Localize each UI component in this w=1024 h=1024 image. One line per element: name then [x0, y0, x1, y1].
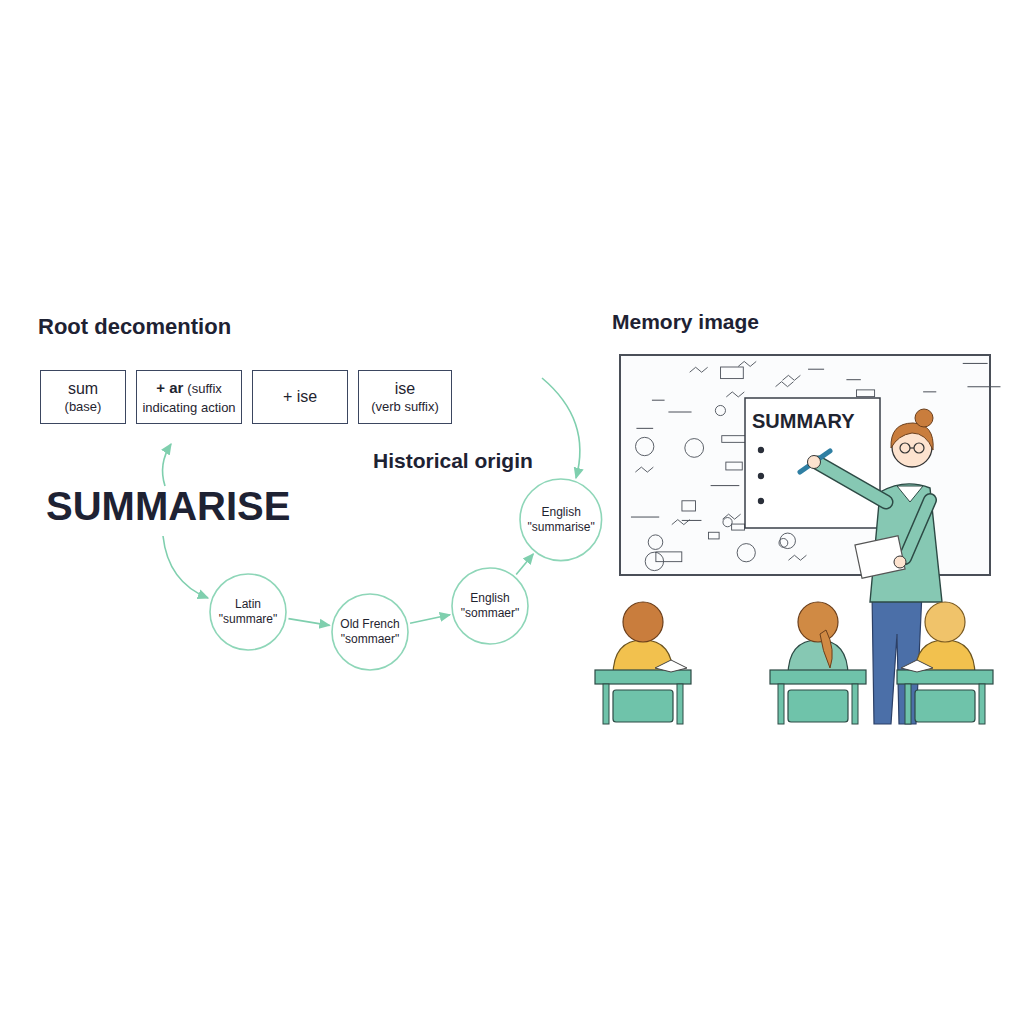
doodle	[652, 400, 665, 401]
section-heading: Historical origin	[373, 449, 533, 473]
doodle	[923, 391, 936, 392]
doodle	[711, 485, 740, 486]
node-title: Latin	[219, 597, 278, 612]
doodle	[726, 392, 744, 397]
doodle	[721, 367, 744, 379]
doodle	[856, 390, 874, 397]
doodle	[963, 363, 988, 364]
bullet	[758, 447, 764, 453]
circle-shape	[520, 479, 602, 561]
origin-circle: English"summarise"	[519, 478, 603, 562]
morpheme-box: + ise	[252, 370, 348, 424]
node-title: + ise	[283, 387, 317, 407]
node-title: sum	[65, 379, 102, 399]
node-text: Old French"sommaer"	[340, 617, 399, 647]
node-text: + ise	[283, 387, 317, 407]
section-heading: Root decomention	[38, 314, 231, 340]
summary-panel	[745, 398, 880, 528]
origin-circle: Old French"sommaer"	[331, 593, 409, 671]
circle-shape	[452, 568, 528, 644]
doodle	[645, 552, 663, 570]
node-subtext: "sommaer"	[340, 632, 399, 647]
section-heading: SUMMARISE	[46, 484, 290, 529]
doodle	[737, 544, 755, 562]
doodle	[722, 436, 748, 443]
doodle	[726, 462, 742, 470]
doodle	[690, 367, 708, 372]
origin-circle: Latin"summare"	[209, 573, 287, 651]
node-title: Old French	[340, 617, 399, 632]
doodle	[967, 386, 1000, 387]
node-title: ise	[371, 379, 439, 399]
node-subtext: "sommaer"	[461, 606, 520, 621]
doodle	[776, 382, 794, 387]
node-text: English"sommaer"	[461, 591, 520, 621]
doodle	[631, 517, 659, 518]
circle-shape	[332, 594, 408, 670]
teacher	[800, 409, 942, 724]
node-text: sum(base)	[65, 379, 102, 415]
doodle	[648, 535, 663, 550]
morpheme-box: + ar(suffix indicating action	[136, 370, 242, 424]
node-subtext: (verb suffix)	[371, 399, 439, 415]
bullet	[758, 473, 764, 479]
doodle	[732, 524, 745, 530]
doodle	[723, 518, 732, 527]
origin-circle: English"sommaer"	[451, 567, 529, 645]
bullet	[758, 498, 764, 504]
curved-arrow	[163, 536, 208, 598]
doodle	[635, 467, 653, 472]
summary-box: SUMMARY	[745, 398, 882, 528]
doodle	[738, 361, 756, 366]
doodle	[715, 405, 725, 415]
node-title: SUMMARY	[752, 409, 875, 434]
doodle	[708, 532, 719, 539]
board-doodles	[631, 361, 1001, 570]
history-arrow	[410, 615, 450, 624]
history-arrow	[516, 554, 533, 575]
node-subtext: (base)	[65, 399, 102, 415]
doodle	[656, 552, 682, 562]
circle-shape	[210, 574, 286, 650]
doodle	[846, 379, 860, 380]
doodle	[779, 538, 788, 547]
doodle	[668, 412, 691, 413]
curved-arrow	[542, 378, 580, 478]
doodle	[723, 514, 741, 519]
node-text: ise(verb suffix)	[371, 379, 439, 415]
curved-arrow	[163, 444, 171, 486]
doodle	[685, 439, 704, 458]
doodle	[672, 520, 690, 525]
node-title: English	[528, 505, 595, 520]
history-arrow	[288, 619, 329, 626]
doodle	[788, 555, 806, 560]
node-text: SUMMARY	[752, 409, 875, 434]
section-heading: Memory image	[612, 310, 759, 334]
node-subtext: "summarise"	[528, 520, 595, 535]
node-subtext: "summare"	[219, 612, 278, 627]
student	[897, 602, 993, 724]
doodle	[782, 375, 800, 380]
doodle	[682, 501, 696, 511]
doodle	[636, 428, 653, 429]
student	[595, 602, 691, 724]
node-text: English"summarise"	[528, 505, 595, 535]
node-title: English	[461, 591, 520, 606]
morpheme-box: sum(base)	[40, 370, 126, 424]
doodle	[682, 520, 702, 521]
node-title: + ar	[156, 379, 183, 396]
morpheme-box: ise(verb suffix)	[358, 370, 452, 424]
doodle	[808, 369, 824, 370]
student	[770, 602, 866, 724]
doodle	[780, 533, 796, 549]
doodle	[636, 437, 654, 455]
node-text: Latin"summare"	[219, 597, 278, 627]
whiteboard	[620, 355, 990, 575]
node-text: + ar(suffix indicating action	[142, 378, 236, 417]
